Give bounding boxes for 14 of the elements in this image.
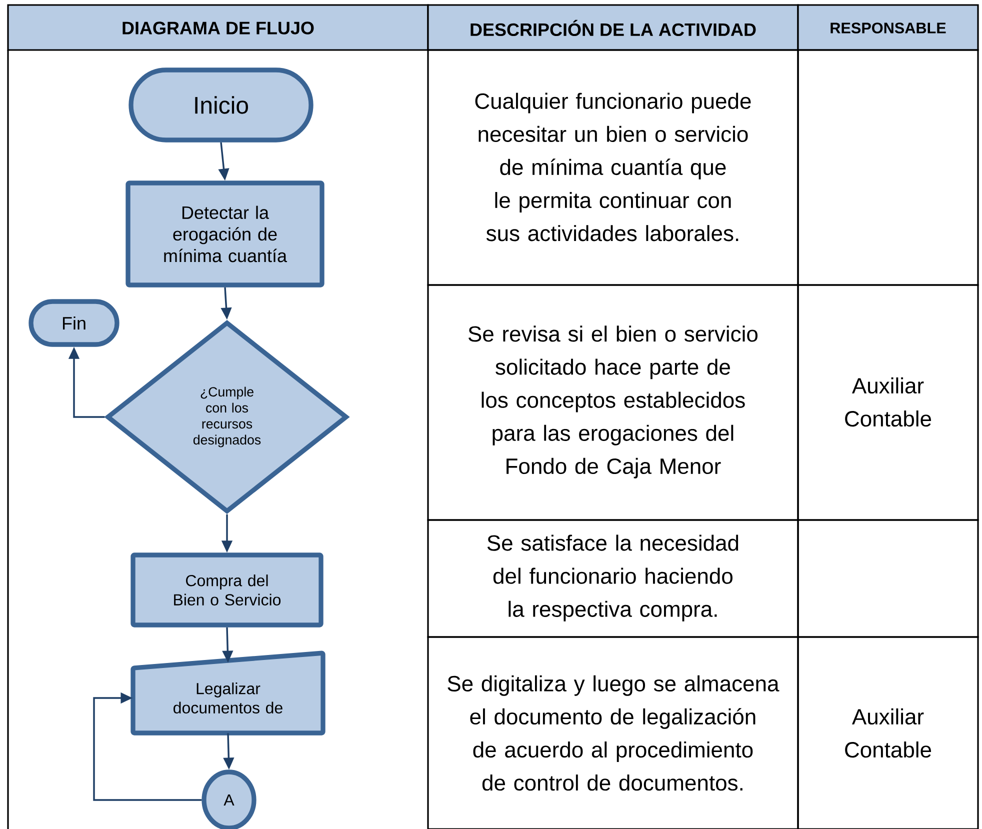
terminal-box: Inicio xyxy=(128,68,314,142)
header-cell: DIAGRAMA DE FLUJO xyxy=(7,4,429,51)
table-cell: Auxiliar Contable xyxy=(797,636,979,829)
terminal-box: Fin xyxy=(28,299,120,347)
arrow xyxy=(93,692,202,801)
table-cell: Se revisa si el bien o servicio solicitado hace parte de los conceptos establecidos para las erogaciones del Fondo de Caja Menor xyxy=(427,284,799,521)
table-cell: Cualquier funcionario puede necesitar un bien o servicio de mínima cuantía que le permita continuar con sus actividades laborales. xyxy=(427,49,799,286)
header-cell: RESPONSABLE xyxy=(797,4,979,51)
table-cell: Se satisface la necesidad del funcionario haciendo la respectiva compra. xyxy=(427,519,799,638)
process-box: Detectar la erogación de mínima cuantía xyxy=(126,180,324,288)
table-cell: Se digitaliza y luego se almacena el documento de legalización de acuerdo al procedimiento de control de documentos. xyxy=(427,636,799,829)
table-cell: Auxiliar Contable xyxy=(797,284,979,521)
process-box: Compra del Bien o Servicio xyxy=(130,552,324,628)
manual-input-box: Legalizar documentos de xyxy=(130,650,326,736)
